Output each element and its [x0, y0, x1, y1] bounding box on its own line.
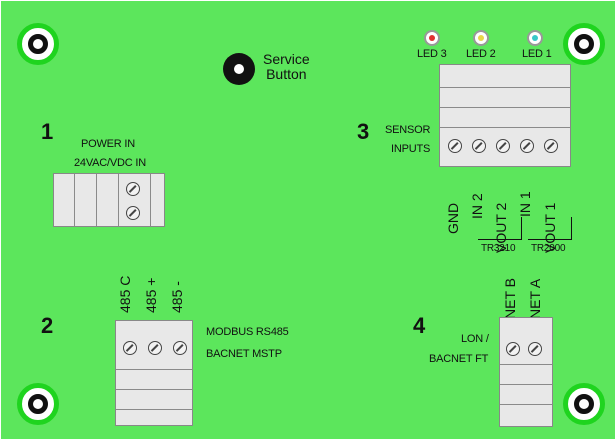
sensor-label-line1: SENSOR: [385, 124, 431, 136]
tr3210-label: TR3210: [481, 243, 516, 254]
led-1-icon: [527, 30, 543, 46]
mounting-hole-bottom-right: [563, 383, 605, 425]
service-button[interactable]: [223, 53, 255, 85]
screw-terminal-icon: [148, 341, 162, 355]
screw-terminal-icon: [506, 342, 520, 356]
modbus-pin-485c: 485 C: [117, 275, 133, 313]
service-label-line1: Service: [263, 51, 310, 67]
mounting-hole-top-right: [563, 23, 605, 65]
sensor-pin-gnd: GND: [445, 202, 461, 234]
screw-terminal-icon: [520, 139, 534, 153]
tr3210-bracket: [478, 239, 522, 240]
sensor-pin-in2: IN 2: [469, 193, 485, 219]
modbus-label-line1: MODBUS RS485: [206, 326, 289, 338]
screw-terminal-icon: [126, 182, 140, 196]
screw-terminal-icon: [496, 139, 510, 153]
tr3210-bracket: [521, 217, 522, 239]
modbus-label-line2: BACNET MSTP: [206, 348, 282, 360]
lon-label-line2: BACNET FT: [429, 353, 489, 365]
section-number-1: 1: [41, 119, 54, 144]
mounting-hole-bottom-left: [17, 383, 59, 425]
mounting-hole-top-left: [17, 23, 59, 65]
tr2000-bracket: [571, 217, 572, 239]
lon-pin-neta: NET A: [527, 278, 543, 319]
screw-terminal-icon: [448, 139, 462, 153]
power-label-line1: POWER IN: [81, 138, 136, 150]
lon-pin-netb: NET B: [502, 278, 518, 319]
section-number-2: 2: [41, 313, 54, 338]
screw-terminal-icon: [544, 139, 558, 153]
modbus-terminal-block: [115, 320, 193, 426]
screw-terminal-icon: [528, 342, 542, 356]
led-3-label: LED 3: [417, 48, 447, 60]
power-terminal-block: [53, 173, 165, 227]
section-number-3: 3: [357, 119, 370, 144]
modbus-pin-485minus: 485 -: [169, 281, 185, 313]
sensor-pin-in1: IN 1: [517, 191, 533, 217]
modbus-pin-485plus: 485 +: [143, 277, 159, 313]
section-number-4: 4: [413, 313, 426, 338]
tr2000-label: TR2000: [531, 243, 566, 254]
led-2-label: LED 2: [466, 48, 496, 60]
service-button-label: Service Button: [263, 52, 310, 82]
led-2-icon: [473, 30, 489, 46]
sensor-terminal-block: [439, 64, 571, 167]
power-label-line2: 24VAC/VDC IN: [74, 157, 146, 169]
led-1-label: LED 1: [522, 48, 552, 60]
screw-terminal-icon: [173, 341, 187, 355]
service-label-line2: Button: [266, 66, 307, 82]
screw-terminal-icon: [123, 341, 137, 355]
tr2000-bracket: [528, 239, 572, 240]
lon-terminal-block: [499, 317, 553, 427]
led-3-icon: [424, 30, 440, 46]
screw-terminal-icon: [126, 206, 140, 220]
screw-terminal-icon: [472, 139, 486, 153]
lon-label-line1: LON /: [461, 333, 489, 345]
sensor-label-line2: INPUTS: [391, 143, 431, 155]
